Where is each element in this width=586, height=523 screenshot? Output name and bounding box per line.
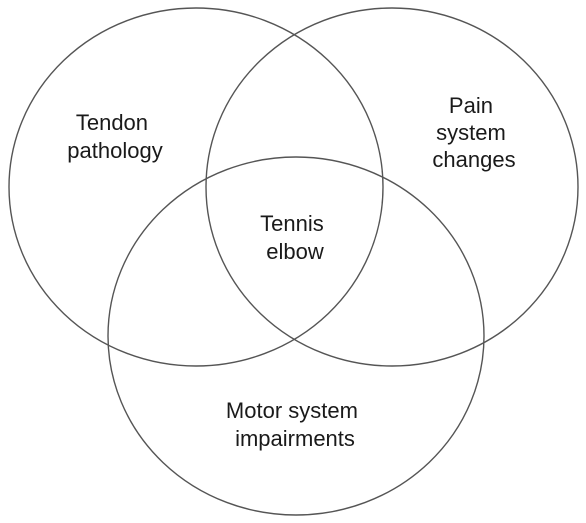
pain-system-changes-circle — [205, 7, 579, 367]
center-line: elbow — [266, 239, 324, 264]
motor-system-impairments-circle — [107, 156, 485, 516]
pain-system-changes-line: system — [436, 120, 506, 145]
tendon-pathology-circle — [8, 7, 384, 367]
tendon-pathology-line: Tendon — [76, 110, 148, 135]
pain-system-changes-line: changes — [432, 147, 515, 172]
center-line: Tennis — [260, 211, 324, 236]
motor-system-impairments-line: impairments — [235, 426, 355, 451]
pain-system-changes-line: Pain — [449, 93, 493, 118]
motor-system-impairments-line: Motor system — [226, 398, 358, 423]
pain-system-changes-label: Pain system changes — [432, 93, 515, 172]
center-label: Tennis elbow — [260, 211, 330, 264]
tendon-pathology-label: Tendon pathology — [67, 110, 162, 163]
tendon-pathology-line: pathology — [67, 138, 162, 163]
motor-system-impairments-label: Motor system impairments — [226, 398, 364, 451]
